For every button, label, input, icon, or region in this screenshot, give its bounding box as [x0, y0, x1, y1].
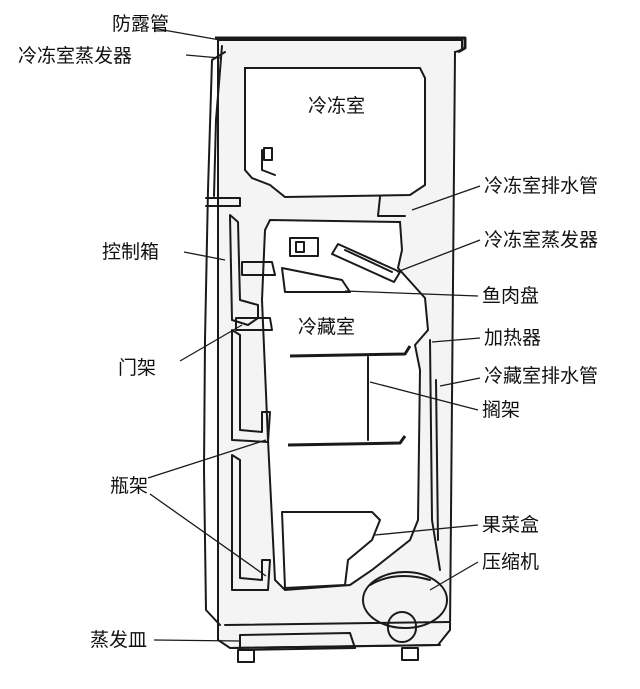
door-rack-block: [235, 317, 273, 331]
anti-dew-pipe: [213, 45, 223, 197]
control-door-block: [241, 261, 276, 276]
label-anti-dew-pipe: 防露管: [112, 13, 169, 35]
compressor: [362, 571, 448, 643]
label-refrigerator: 冷藏室: [298, 316, 355, 338]
label-fish-meat-tray: 鱼肉盘: [482, 285, 539, 307]
labels: 防露管 冷冻室蒸发器 冷冻室 冷冻室排水管 控制箱 冷冻室蒸发器 鱼肉盘 冷藏室…: [18, 13, 598, 651]
door-liner-upper: [229, 214, 259, 326]
label-compressor: 压缩机: [482, 551, 539, 573]
freezer-cavity: [244, 67, 426, 199]
freezer-interior: [261, 147, 406, 217]
base: [224, 621, 451, 663]
control-box: [289, 237, 319, 257]
label-freezer-drain-pipe: 冷冻室排水管: [484, 175, 598, 197]
door: [203, 45, 276, 626]
fridge-drain-pipe: [435, 379, 439, 541]
crisper-box: [281, 511, 381, 589]
label-freezer-evaporator-top: 冷冻室蒸发器: [18, 45, 132, 67]
freezer-evaporator: [331, 243, 401, 283]
leader-lines: [147, 27, 481, 642]
label-freezer: 冷冻室: [308, 95, 365, 117]
fish-meat-tray: [281, 267, 351, 293]
label-heater: 加热器: [484, 327, 541, 349]
heater-line: [429, 339, 441, 571]
label-evaporation-tray: 蒸发皿: [90, 629, 147, 651]
label-door-rack: 门架: [118, 357, 156, 379]
label-bottle-rack: 瓶架: [110, 475, 148, 497]
cabinet-insulation: [217, 39, 463, 650]
cabinet-top: [215, 36, 467, 54]
bottle-rack-lower: [231, 454, 271, 591]
label-shelf: 搁架: [482, 399, 520, 421]
evaporation-tray: [239, 632, 356, 651]
label-crisper: 果菜盒: [482, 514, 539, 536]
bottle-rack-upper: [231, 329, 271, 443]
label-freezer-evaporator-mid: 冷冻室蒸发器: [484, 229, 598, 251]
label-control-box: 控制箱: [102, 241, 159, 263]
label-fridge-drain-pipe: 冷藏室排水管: [484, 365, 598, 387]
refrigerator-cavity: [260, 218, 430, 592]
shelves: [287, 345, 412, 447]
